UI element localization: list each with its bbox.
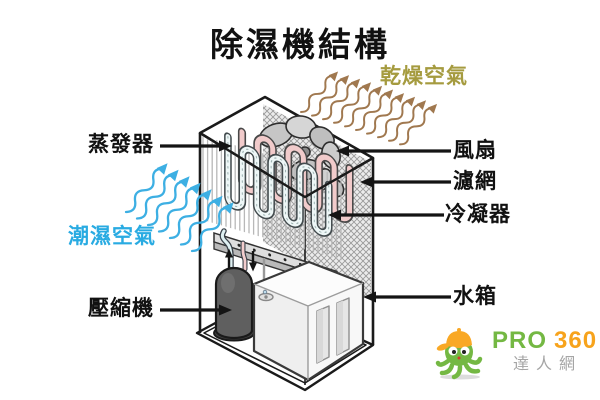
evaporator-coil [224, 132, 333, 237]
humid-air-label: 潮濕空氣 [68, 225, 156, 248]
condenser-label: 冷凝器 [445, 203, 511, 226]
refrigerant-pipes [219, 228, 266, 290]
cabinet-front-top-edge [199, 131, 374, 199]
label-arrows [160, 140, 451, 316]
logo-brand-pro: PRO [492, 327, 548, 354]
logo-tagline: 達人網 [513, 356, 583, 373]
fan-label: 風扇 [453, 139, 497, 162]
dry-air-label: 乾燥空氣 [380, 65, 468, 88]
water-tank-label: 水箱 [453, 285, 497, 308]
logo-brand-360: 360 [554, 327, 598, 354]
octopus-mascot-icon [435, 328, 483, 380]
filter-label: 濾網 [453, 170, 497, 193]
water-tank-illustration [252, 260, 365, 382]
compressor-label: 壓縮機 [88, 297, 154, 320]
compressor-illustration [213, 266, 255, 342]
page-title: 除濕機結構 [210, 26, 390, 63]
condenser-coil [237, 127, 354, 223]
evaporator-label: 蒸發器 [88, 133, 154, 156]
